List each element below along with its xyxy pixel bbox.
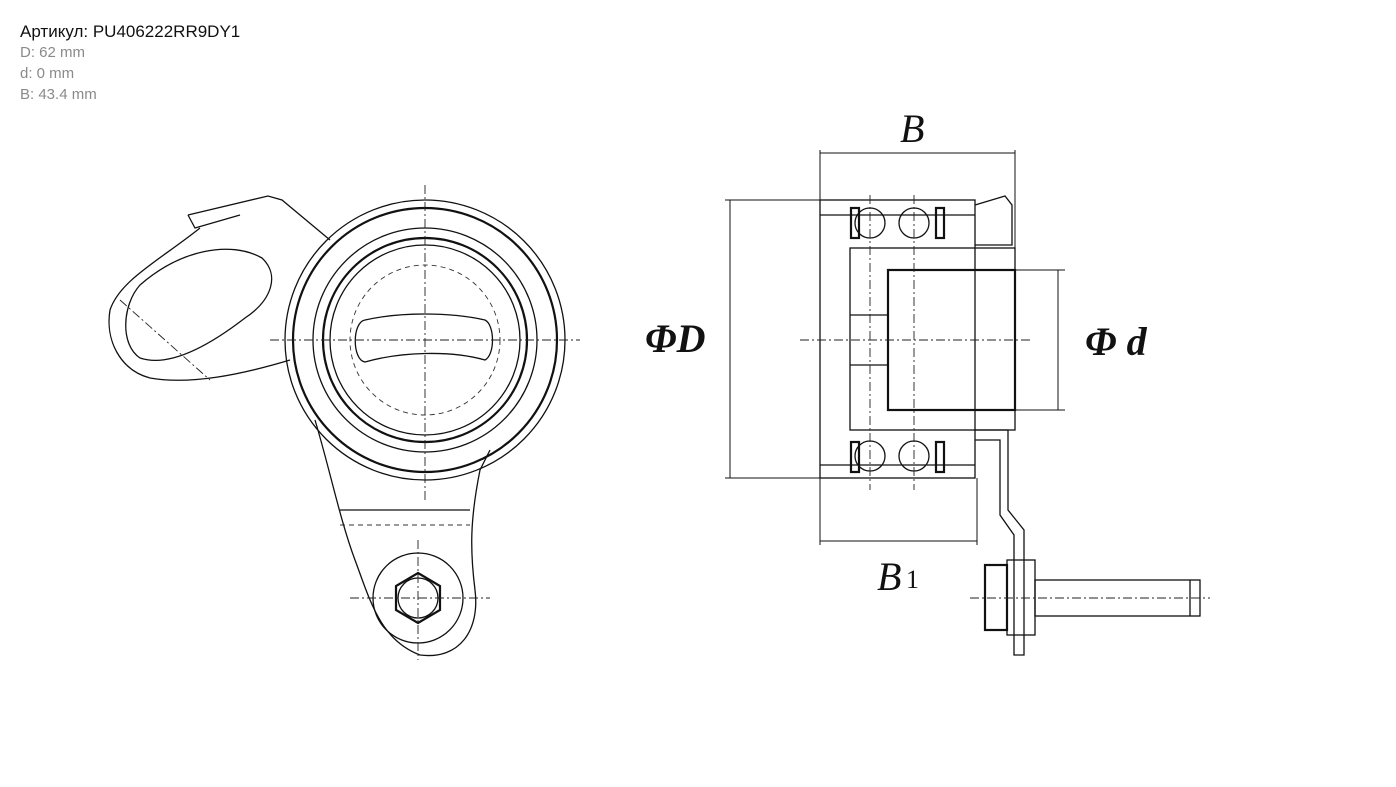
spec-outer-diameter: D: 62 mm xyxy=(20,44,86,61)
product-info: Артикул: PU406222RR9DY1 D: 62 mm d: 0 mm… xyxy=(20,21,240,105)
front-view xyxy=(108,185,580,660)
dimension-label-inner-diameter: Φ d xyxy=(1085,319,1148,364)
dimension-label-B1-subscript: 1 xyxy=(906,565,919,594)
section-view: B ΦD Φ d B 1 xyxy=(645,106,1210,656)
dimension-label-B: B xyxy=(900,106,924,151)
spec-width: B: 43.4 mm xyxy=(20,86,97,103)
dimension-label-B1: B xyxy=(877,554,901,599)
article-number: Артикул: PU406222RR9DY1 xyxy=(20,22,241,41)
dimension-label-outer-diameter: ΦD xyxy=(645,316,705,361)
spec-inner-diameter: d: 0 mm xyxy=(20,65,75,82)
